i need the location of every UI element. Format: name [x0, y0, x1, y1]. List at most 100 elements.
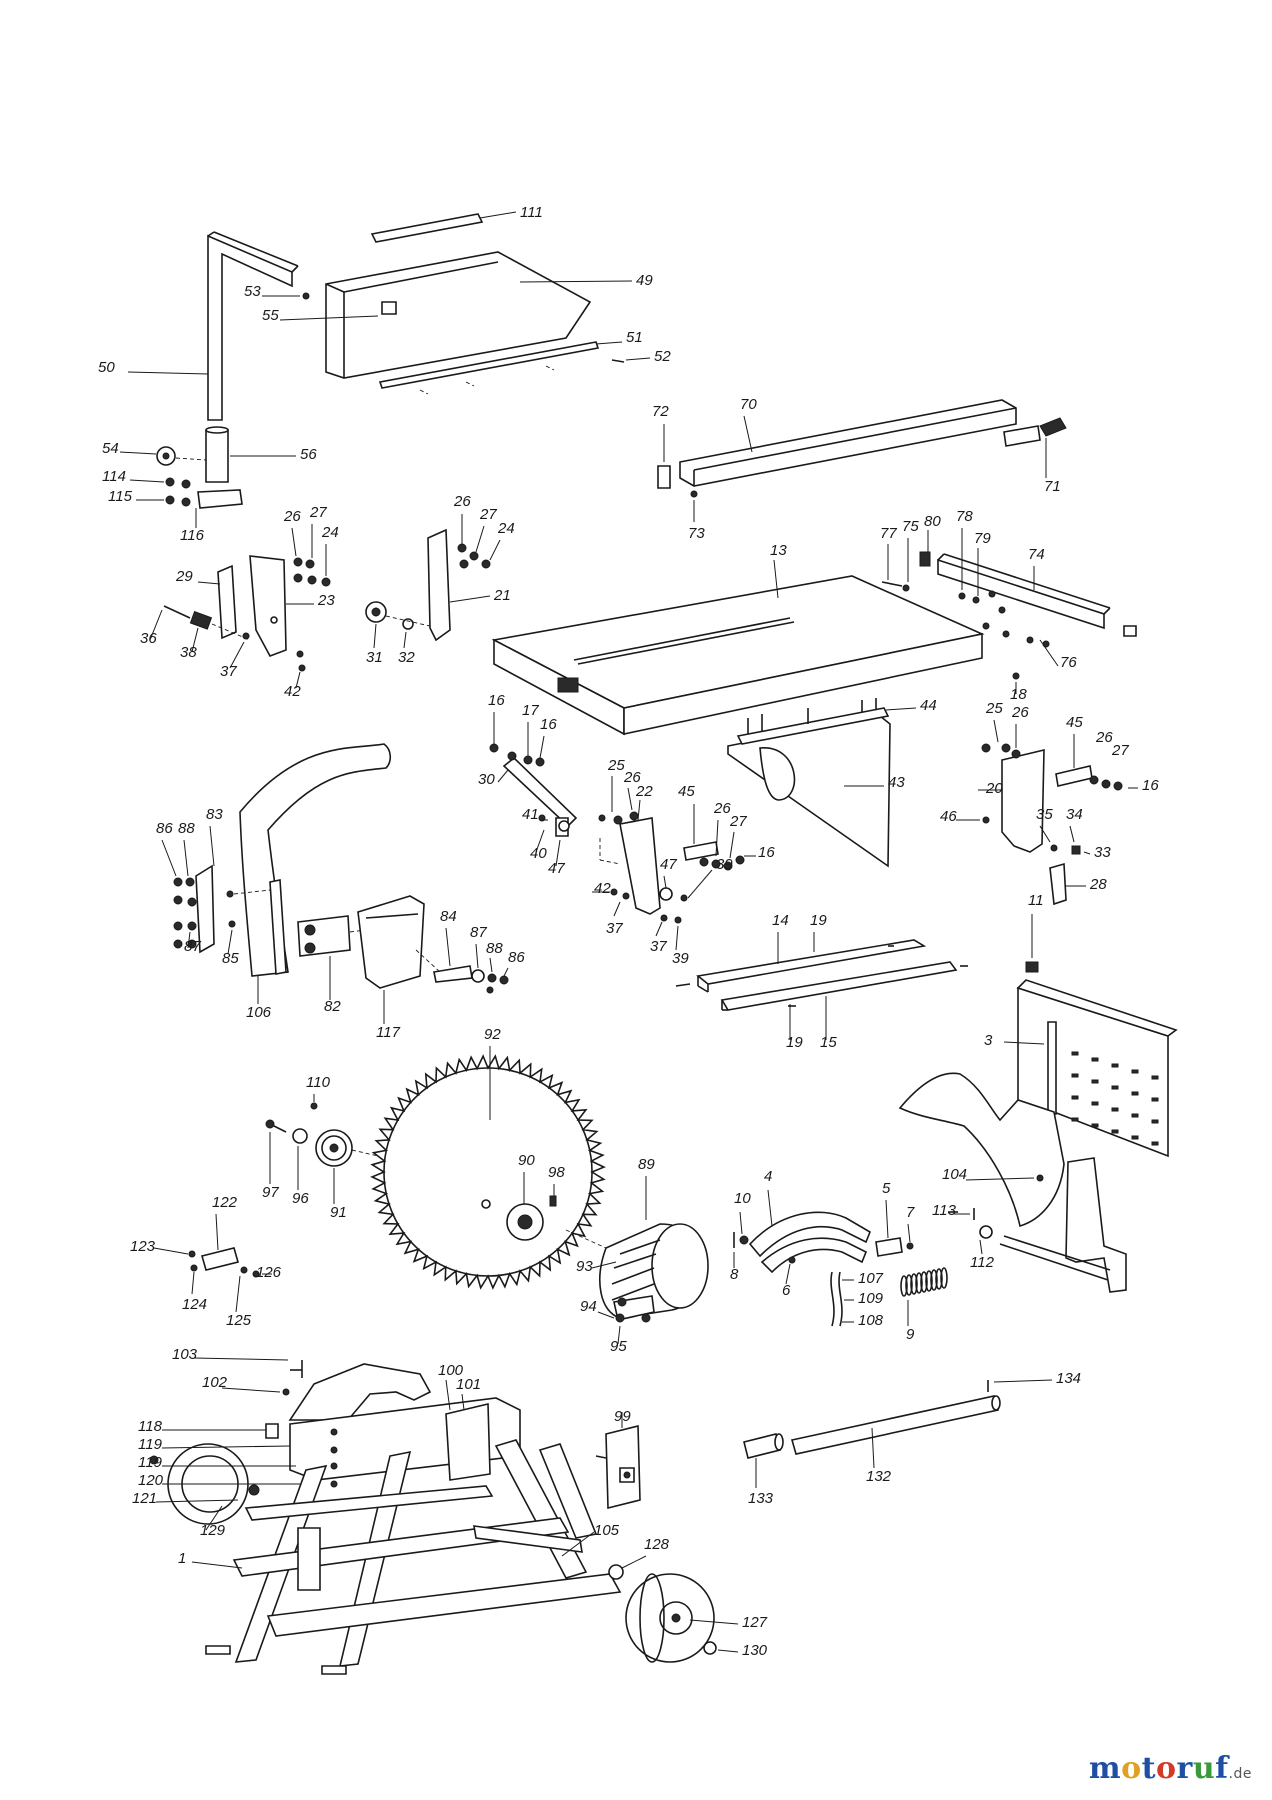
- part-label-20: 20: [985, 780, 1003, 797]
- part-label-16: 16: [758, 844, 775, 861]
- part-label-26: 26: [1011, 704, 1029, 721]
- guard-arm-50: [128, 232, 298, 420]
- guard-strip-51: [380, 342, 622, 394]
- part-label-92: 92: [484, 1026, 501, 1043]
- part-label-87: 87: [470, 924, 487, 941]
- part-label-56: 56: [300, 446, 317, 463]
- part-label-25: 25: [607, 757, 625, 774]
- part-label-19: 19: [786, 1034, 803, 1051]
- clamp-strip-44: [738, 698, 916, 744]
- part-label-126: 126: [256, 1264, 282, 1281]
- motor-89: [566, 1176, 708, 1344]
- part-label-127: 127: [742, 1614, 768, 1631]
- saw-table-13: [494, 560, 1019, 734]
- part-label-112: 112: [970, 1254, 995, 1271]
- chain-107-109: [831, 1272, 854, 1326]
- part-label-43: 43: [888, 774, 905, 791]
- part-label-55: 55: [262, 307, 279, 324]
- part-label-108: 108: [858, 1312, 884, 1329]
- part-label-132: 132: [866, 1468, 892, 1485]
- frame-slot: [1072, 1118, 1078, 1121]
- wheel-right-127: [609, 1556, 738, 1662]
- bolt-stack-24-27: [292, 524, 330, 586]
- part-label-111: 111: [520, 204, 543, 221]
- part-label-91: 91: [330, 1204, 347, 1221]
- part-label-88: 88: [486, 940, 503, 957]
- part-label-10: 10: [734, 1190, 751, 1207]
- part-label-77: 77: [880, 525, 897, 542]
- part-label-41: 41: [522, 806, 539, 823]
- part-label-22: 22: [635, 783, 653, 800]
- frame-slot: [1112, 1086, 1118, 1089]
- part-label-36: 36: [140, 630, 157, 647]
- part-label-30: 30: [478, 771, 495, 788]
- part-label-45: 45: [678, 783, 695, 800]
- part-label-78: 78: [956, 508, 973, 525]
- plate-83: [162, 826, 270, 954]
- saw-blade-92: [372, 1046, 604, 1288]
- frame-slot: [1092, 1102, 1098, 1105]
- motoruf-logo: motoruf.de: [1089, 1751, 1252, 1786]
- spring-coil: [921, 1272, 927, 1292]
- part-label-47: 47: [548, 860, 565, 877]
- part-label-73: 73: [688, 525, 705, 542]
- part-label-26: 26: [1095, 729, 1113, 746]
- part-label-116: 116: [180, 527, 205, 544]
- part-label-119: 119: [138, 1454, 163, 1471]
- part-label-94: 94: [580, 1298, 597, 1315]
- part-label-24: 24: [497, 520, 515, 537]
- part-label-37: 37: [220, 663, 237, 680]
- part-label-134: 134: [1056, 1370, 1081, 1387]
- part-label-18: 18: [1010, 686, 1027, 703]
- part-label-4: 4: [764, 1168, 772, 1185]
- part-label-1: 1: [178, 1550, 186, 1567]
- part-label-85: 85: [222, 950, 239, 967]
- bracket-117: [358, 896, 508, 1024]
- part-label-53: 53: [244, 283, 261, 300]
- part-label-125: 125: [226, 1312, 252, 1329]
- frame-slot: [1072, 1074, 1078, 1077]
- bracket-29: [198, 566, 236, 638]
- part-label-122: 122: [212, 1194, 238, 1211]
- frame-slot: [1092, 1080, 1098, 1083]
- part-label-113: 113: [932, 1202, 957, 1219]
- part-label-14: 14: [772, 912, 789, 929]
- frame-slot: [1132, 1092, 1138, 1095]
- part-label-70: 70: [740, 396, 757, 413]
- part-label-96: 96: [292, 1190, 309, 1207]
- part-label-75: 75: [902, 518, 919, 535]
- part-label-39: 39: [716, 856, 733, 873]
- spring-coil: [901, 1276, 907, 1296]
- part-label-35: 35: [1036, 806, 1053, 823]
- guard-rail-111: [372, 212, 516, 242]
- part-label-27: 27: [479, 506, 497, 523]
- spring-9: [901, 1268, 947, 1326]
- part-label-19: 19: [810, 912, 827, 929]
- frame-slot: [1152, 1142, 1158, 1145]
- part-label-109: 109: [858, 1290, 884, 1307]
- part-label-23: 23: [317, 592, 335, 609]
- part-label-16: 16: [1142, 777, 1159, 794]
- handle-133: [744, 1434, 783, 1488]
- spring-coil: [941, 1268, 947, 1288]
- part-label-33: 33: [1094, 844, 1111, 861]
- frame-slot: [1152, 1098, 1158, 1101]
- part-label-97: 97: [262, 1184, 279, 1201]
- part-label-7: 7: [906, 1204, 915, 1221]
- part-label-100: 100: [438, 1362, 464, 1379]
- slide-rail-15: [722, 962, 968, 1040]
- part-label-3: 3: [984, 1032, 993, 1049]
- part-label-114: 114: [102, 468, 126, 485]
- curved-guard-106: [240, 744, 390, 1004]
- switch-box-99: [596, 1412, 640, 1508]
- part-label-119: 119: [138, 1436, 163, 1453]
- part-label-37: 37: [650, 938, 667, 955]
- part-label-47: 47: [660, 856, 677, 873]
- slide-rail-14: [676, 932, 924, 992]
- rod-132: [792, 1380, 1052, 1468]
- frame-slot: [1152, 1076, 1158, 1079]
- bracket-5: [876, 1200, 913, 1256]
- part-label-26: 26: [453, 493, 471, 510]
- frame-slot: [1092, 1058, 1098, 1061]
